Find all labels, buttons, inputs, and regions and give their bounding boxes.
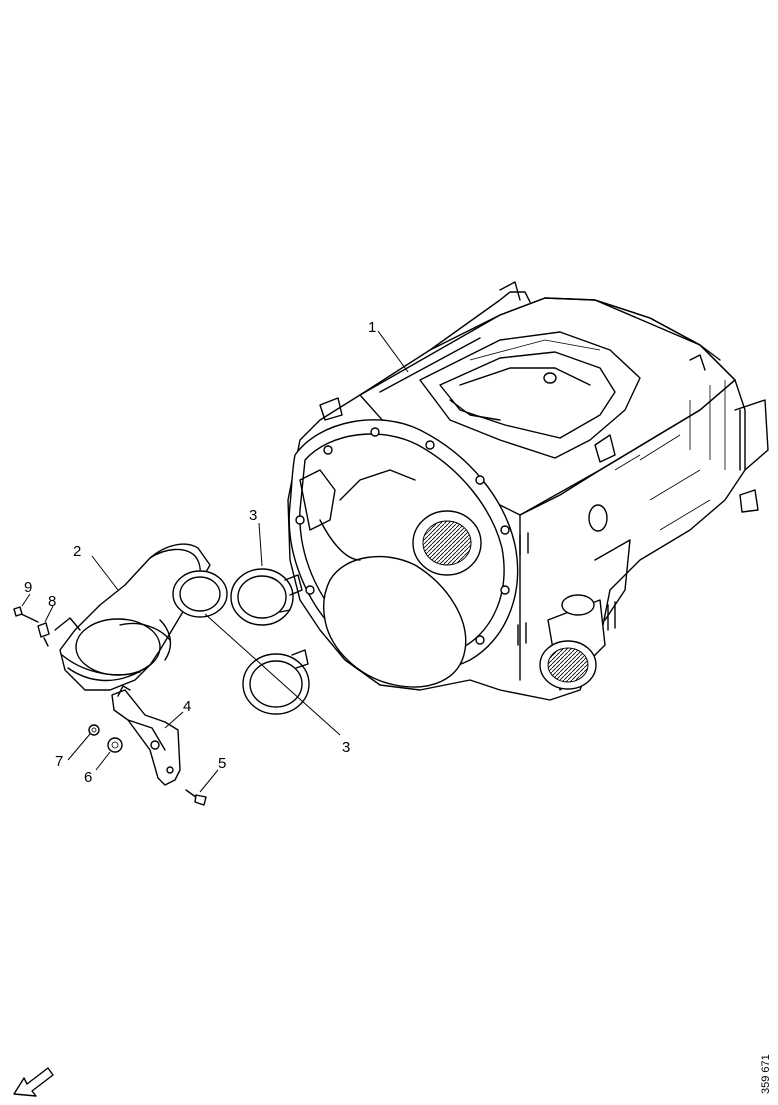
- callout-1: 1: [368, 319, 376, 336]
- bracket: [111, 685, 181, 786]
- callout-5: 5: [218, 755, 226, 772]
- callout-2: 2: [73, 543, 81, 560]
- outlet-pipe: [539, 594, 606, 691]
- callout-4: 4: [183, 698, 191, 715]
- bolt-9: [13, 606, 39, 623]
- arrow-down-left-icon: [13, 1067, 54, 1097]
- callout-3-upper: 3: [249, 507, 257, 524]
- inlet-pipe: [54, 543, 228, 691]
- callout-3-lower: 3: [342, 739, 350, 756]
- callout-8: 8: [48, 593, 56, 610]
- callout-7: 7: [55, 753, 63, 770]
- washer-6: [107, 737, 123, 753]
- nut-7: [88, 724, 100, 736]
- document-id: 359 671: [760, 1054, 772, 1094]
- callout-9: 9: [24, 579, 32, 596]
- callout-labels: 1 2 3 3 4 5 6 7 8 9: [24, 319, 376, 786]
- bolt-5: [185, 789, 207, 806]
- clamp-upper: [230, 568, 303, 626]
- washer-8: [37, 622, 50, 647]
- clamp-lower: [242, 649, 310, 715]
- callout-6: 6: [84, 769, 92, 786]
- leader-lines: [21, 330, 409, 793]
- inlet-mesh-port: [412, 510, 482, 576]
- silencer-assembly: [287, 281, 769, 701]
